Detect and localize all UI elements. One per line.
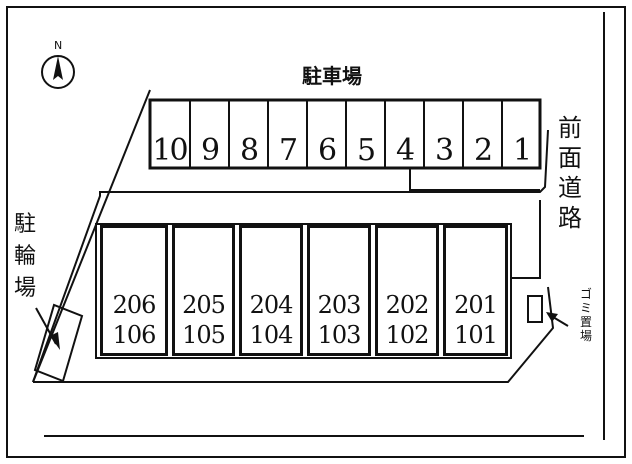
unit-upper-number: 205 bbox=[182, 291, 226, 319]
garbage-area-char: ミ bbox=[580, 301, 593, 315]
unit-lower-number: 104 bbox=[249, 321, 294, 349]
property-boundary-top bbox=[32, 129, 549, 383]
parking-slot-number: 8 bbox=[239, 132, 259, 168]
unit-201-101: 201 101 bbox=[443, 225, 508, 356]
unit-upper-number: 201 bbox=[454, 291, 498, 319]
parking-slot-2: 2 bbox=[462, 100, 501, 168]
parking-slot-9: 9 bbox=[189, 100, 228, 168]
unit-lower-number: 101 bbox=[454, 321, 498, 349]
bicycle-parking-area bbox=[33, 303, 84, 383]
unit-lower-number: 102 bbox=[385, 321, 430, 349]
parking-slot-number: 3 bbox=[434, 132, 454, 168]
garbage-area-char: ゴ bbox=[580, 287, 593, 301]
unit-upper-number: 203 bbox=[317, 291, 362, 319]
unit-206-106: 206 106 bbox=[100, 225, 168, 356]
parking-slot-number: 10 bbox=[152, 132, 188, 168]
parking-slot-1: 1 bbox=[501, 100, 540, 168]
unit-205-105: 205 105 bbox=[172, 225, 235, 356]
compass-north-label: N bbox=[54, 39, 63, 52]
parking-slot-number: 5 bbox=[356, 132, 376, 168]
parking-slot-4: 4 bbox=[384, 100, 423, 168]
front-road-char: 路 bbox=[558, 204, 582, 232]
parking-slot-number: 7 bbox=[278, 132, 298, 168]
parking-slot-7: 7 bbox=[267, 100, 306, 168]
parking-slot-6: 6 bbox=[306, 100, 345, 168]
bicycle-parking-label: 駐 輪 場 bbox=[14, 214, 36, 300]
parking-slot-3: 3 bbox=[423, 100, 462, 168]
bicycle-arrow-head bbox=[50, 332, 60, 350]
unit-203-103: 203 103 bbox=[307, 225, 371, 356]
parking-title: 駐車場 bbox=[302, 64, 362, 88]
side-wall bbox=[511, 200, 541, 279]
unit-lower-number: 105 bbox=[182, 321, 226, 349]
unit-upper-number: 204 bbox=[249, 291, 294, 319]
unit-lower-number: 103 bbox=[317, 321, 362, 349]
front-road-char: 前 bbox=[558, 114, 582, 142]
front-road-char: 面 bbox=[558, 144, 582, 172]
unit-202-102: 202 102 bbox=[375, 225, 439, 356]
bicycle-parking-char: 輪 bbox=[14, 244, 37, 269]
parking-slot-10: 10 bbox=[150, 132, 189, 168]
unit-204-104: 204 104 bbox=[239, 225, 303, 356]
parking-slot-number: 6 bbox=[317, 132, 337, 168]
unit-lower-number: 106 bbox=[112, 321, 157, 349]
parking-slot-8: 8 bbox=[228, 100, 267, 168]
unit-upper-number: 202 bbox=[385, 291, 430, 319]
building-outline bbox=[95, 223, 512, 359]
parking-slot-number: 1 bbox=[512, 132, 532, 168]
parking-slot-number: 9 bbox=[200, 132, 220, 168]
bicycle-parking-char: 駐 bbox=[14, 212, 37, 237]
garbage-arrow-head bbox=[546, 312, 558, 322]
front-road-label: 前 面 道 路 bbox=[558, 116, 582, 230]
garbage-area-char: 場 bbox=[580, 329, 593, 343]
compass-needle bbox=[53, 56, 63, 80]
property-boundary-bottom bbox=[33, 286, 555, 383]
parking-slot-5: 5 bbox=[345, 100, 384, 168]
parking-slot-number: 4 bbox=[395, 132, 415, 168]
garbage-area-char: 置 bbox=[580, 315, 593, 329]
map-frame bbox=[6, 6, 626, 458]
unit-upper-number: 206 bbox=[112, 291, 157, 319]
front-road-char: 道 bbox=[558, 174, 582, 202]
garbage-box bbox=[527, 295, 543, 323]
garbage-area-label: ゴ ミ 置 場 bbox=[580, 288, 592, 342]
boundary-diagonal bbox=[32, 89, 151, 383]
parking-slot-number: 2 bbox=[473, 132, 493, 168]
parking-connector bbox=[409, 168, 540, 191]
bicycle-parking-char: 場 bbox=[14, 276, 37, 301]
